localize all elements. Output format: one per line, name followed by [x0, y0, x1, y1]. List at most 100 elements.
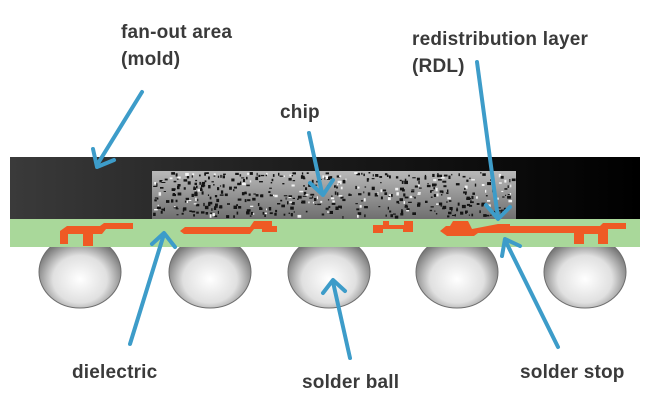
chip-speckle	[437, 173, 439, 175]
chip-speckle	[201, 181, 206, 185]
chip-speckle	[211, 208, 213, 211]
chip-speckle	[456, 208, 459, 212]
chip-speckle	[357, 186, 360, 189]
chip-speckle	[206, 172, 209, 174]
chip-speckle	[259, 181, 263, 183]
chip-speckle	[217, 210, 219, 214]
chip-speckle	[176, 214, 179, 216]
chip-speckle	[400, 187, 404, 191]
chip-speckle	[424, 174, 427, 177]
chip-speckle	[314, 198, 317, 201]
chip-speckle	[368, 172, 371, 174]
chip-speckle	[337, 180, 342, 184]
chip-speckle	[339, 175, 342, 178]
chip-speckle	[448, 200, 452, 202]
chip-speckle	[387, 206, 389, 210]
chip-speckle	[364, 206, 368, 209]
chip-speckle	[488, 204, 491, 207]
chip-speckle	[214, 215, 218, 218]
chip-speckle	[511, 178, 516, 182]
chip-speckle	[395, 187, 399, 191]
chip-speckle	[257, 203, 260, 207]
chip-speckle	[195, 179, 198, 182]
chip-speckle	[311, 179, 314, 184]
chip-speckle	[154, 199, 157, 202]
chip-speckle	[361, 172, 363, 175]
chip-speckle	[416, 177, 420, 181]
chip-speckle	[193, 186, 195, 189]
chip-speckle	[498, 182, 502, 184]
chip-speckle	[271, 178, 274, 182]
chip-speckle	[366, 178, 370, 180]
chip-speckle	[441, 194, 443, 196]
chip-speckle	[457, 202, 460, 206]
chip-speckle	[449, 207, 453, 210]
chip-speckle	[432, 183, 436, 187]
chip-speckle	[203, 202, 205, 207]
chip-speckle	[216, 198, 220, 203]
chip-speckle	[364, 186, 367, 188]
chip-speckle	[159, 180, 162, 183]
chip-speckle	[460, 211, 464, 215]
chip-speckle	[250, 211, 253, 215]
chip-speckle	[464, 187, 466, 190]
chip-speckle	[501, 190, 504, 192]
fanout-arrow	[91, 90, 144, 169]
chip-speckle	[339, 181, 342, 185]
chip-speckle	[288, 177, 292, 181]
chip-speckle	[193, 203, 197, 205]
chip-speckle	[194, 192, 198, 197]
chip-speckle	[275, 209, 278, 213]
chip-speckle	[414, 185, 418, 188]
chip-speckle	[321, 213, 325, 216]
chip-speckle	[496, 207, 501, 209]
chip-speckle	[249, 215, 252, 217]
chip-speckle	[219, 185, 222, 187]
chip-speckle	[425, 200, 428, 203]
chip-speckle	[160, 187, 164, 189]
chip-speckle	[332, 200, 335, 203]
chip-speckle	[187, 200, 192, 201]
chip-speckle	[308, 201, 310, 204]
chip-speckle	[390, 214, 393, 218]
chip-speckle	[442, 180, 447, 183]
chip-speckle	[354, 172, 358, 174]
chip-speckle	[186, 176, 190, 179]
chip-speckle	[342, 198, 346, 202]
chip-speckle	[433, 187, 435, 190]
chip-speckle	[357, 212, 362, 216]
chip-speckle	[217, 187, 220, 191]
chip-speckle	[312, 196, 314, 199]
chip-speckle	[363, 191, 365, 194]
chip-speckle	[325, 207, 329, 210]
chip-speckle	[279, 175, 284, 177]
chip-speckle	[175, 208, 179, 210]
chip-speckle	[451, 173, 453, 176]
chip-speckle	[446, 201, 448, 203]
chip-speckle	[412, 212, 416, 215]
chip-speckle	[417, 192, 421, 194]
chip-speckle	[331, 202, 336, 205]
chip-speckle	[207, 194, 210, 196]
chip-speckle	[340, 206, 342, 209]
label-rdl: (RDL)	[412, 56, 465, 77]
chip-speckle	[264, 212, 267, 215]
rdl-arrow	[475, 60, 512, 221]
dielectric-arrow	[128, 231, 177, 346]
chip-speckle	[324, 176, 326, 180]
chip-speckle	[274, 194, 278, 198]
chip-speckle	[384, 192, 388, 195]
chip-speckle	[441, 190, 444, 194]
chip-speckle	[476, 196, 478, 199]
chip-speckle	[401, 180, 404, 182]
chip-speckle	[156, 183, 158, 187]
chip-speckle	[338, 205, 342, 208]
chip-speckle	[490, 214, 492, 216]
chip-speckle	[409, 195, 413, 199]
chip-speckle	[436, 193, 439, 197]
chip-speckle	[306, 172, 309, 174]
chip-speckle	[238, 206, 242, 209]
chip-speckle	[266, 208, 267, 211]
chip-speckle	[357, 214, 359, 218]
chip-speckle	[438, 202, 443, 206]
